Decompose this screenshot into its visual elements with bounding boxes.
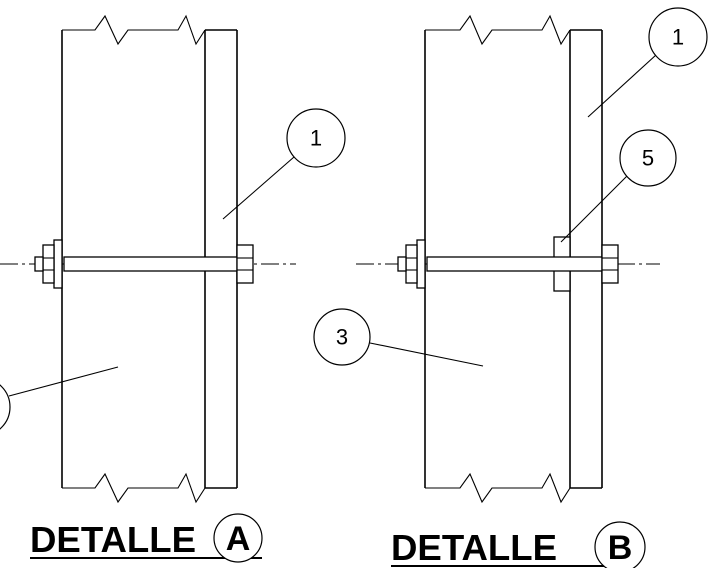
detail-b-callout-5: 5 [642,146,654,171]
detail-b-callout-3: 3 [336,325,348,350]
detail-a-callout-1-circle [286,108,346,168]
detail-b-bottom-break-line [425,472,571,504]
detail-a-leader-1 [222,156,295,220]
detail-b-title: DETALLE [391,527,557,568]
detail-b-callout-3-circle [313,308,371,366]
detail-a-title: DETALLE [30,519,196,560]
detail-a-right-nut [236,244,254,284]
detail-b-leader-1 [587,54,657,118]
detail-a-callout-1: 1 [310,126,322,151]
detail-b-letter: B [608,529,633,567]
detail-a-left-nut [42,244,55,284]
detail-a-left-washer [53,239,63,289]
detail-b-left-washer [416,239,426,289]
detail-b-bolt-tip [397,256,407,272]
detail-a-callout-3-circle [0,384,11,430]
detail-a-bolt-tip [34,256,44,272]
detail-a-top-break-line [62,14,206,46]
detail-a: 1 3 DETALLE A [0,14,346,563]
detail-a-letter: A [226,520,251,558]
detail-b-leader-3 [369,342,484,367]
detail-b-leader-5 [560,174,629,243]
detail-b-callout-1: 1 [672,25,684,50]
detail-a-bottom-break-line [62,472,206,504]
detail-b-left-nut [405,244,418,284]
detail-a-leader-3 [8,366,119,397]
detail-b-top-break-line [425,14,571,46]
detail-b-callout-1-circle [648,7,708,67]
detail-a-letter-circle [213,513,263,563]
detail-a-bolt-shank [63,256,238,272]
detail-b-callout-5-circle [619,129,677,187]
detail-b-letter-circle [594,521,646,568]
detail-b-right-nut [601,244,619,284]
detail-b: 1 5 3 DETALLE B [313,7,708,568]
detail-b-bolt-shank [426,256,603,272]
